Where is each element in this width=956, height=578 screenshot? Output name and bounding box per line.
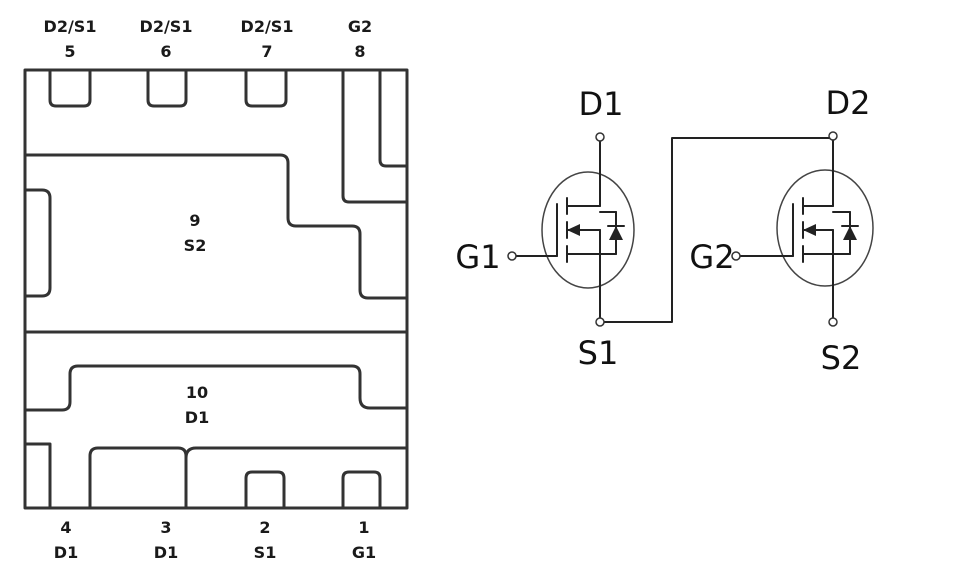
d1-label: D1 — [579, 85, 624, 123]
top-pin-6-number: 6 — [160, 42, 171, 61]
g2-pad-outline — [341, 70, 407, 204]
top-pin-6-name: D2/S1 — [140, 17, 193, 36]
top-pin-5-name: D2/S1 — [44, 17, 97, 36]
bottom-pin-tab-3 — [88, 446, 188, 508]
top-pin-7-number: 7 — [261, 42, 272, 61]
g1-terminal — [507, 251, 517, 261]
pad-9-left-tab — [25, 188, 52, 298]
top-pin-8-name: G2 — [348, 17, 372, 36]
d2-terminal — [828, 131, 838, 141]
s2-label: S2 — [821, 339, 862, 377]
mosfet-q2-symbol — [739, 137, 874, 319]
bottom-pin-2-number: 2 — [259, 518, 270, 537]
bottom-pad-line — [25, 442, 52, 508]
pad-10-outline — [25, 364, 407, 412]
bottom-pin-3-number: 3 — [160, 518, 171, 537]
s2-terminal — [828, 317, 838, 327]
bottom-pin-tab-1 — [341, 470, 382, 508]
d1-terminal — [595, 132, 605, 142]
s1-terminal — [595, 317, 605, 327]
package-footprint: D2/S1 5 D2/S1 6 D2/S1 7 G2 8 9 S2 10 D1 … — [23, 17, 409, 562]
top-pin-5-number: 5 — [64, 42, 75, 61]
mosfet-q1-symbol — [515, 138, 635, 319]
bottom-right-line — [184, 446, 407, 459]
schematic: D1 G1 S1 D2 G2 S2 — [455, 84, 874, 377]
d2-label: D2 — [826, 84, 871, 122]
bottom-pin-tab-2 — [244, 470, 286, 508]
top-pin-tab-5 — [48, 70, 92, 108]
package-outline — [23, 68, 409, 510]
q2-body-circle — [776, 169, 874, 287]
pad-9-name: S2 — [184, 236, 207, 255]
s1-label: S1 — [578, 334, 619, 372]
pad-10-name: D1 — [185, 408, 209, 427]
g2-label: G2 — [689, 238, 734, 276]
pad-10-number: 10 — [186, 383, 208, 402]
bottom-pin-1-name: G1 — [352, 543, 376, 562]
pad-9-outline — [25, 153, 407, 300]
bottom-pin-1-number: 1 — [358, 518, 369, 537]
pad-9-number: 9 — [189, 211, 200, 230]
g2-terminal — [731, 251, 741, 261]
bottom-pin-4-number: 4 — [60, 518, 71, 537]
q1-body-circle — [541, 171, 635, 289]
g2-tab-inner — [378, 70, 407, 168]
top-pin-7-name: D2/S1 — [241, 17, 294, 36]
bottom-pin-2-name: S1 — [254, 543, 277, 562]
g1-label: G1 — [455, 238, 500, 276]
s1-d2-wire — [599, 137, 834, 323]
bottom-pin-4-name: D1 — [54, 543, 78, 562]
top-pin-8-number: 8 — [354, 42, 365, 61]
top-pin-tab-6 — [146, 70, 188, 108]
top-pin-tab-7 — [244, 70, 288, 108]
bottom-pin-3-name: D1 — [154, 543, 178, 562]
